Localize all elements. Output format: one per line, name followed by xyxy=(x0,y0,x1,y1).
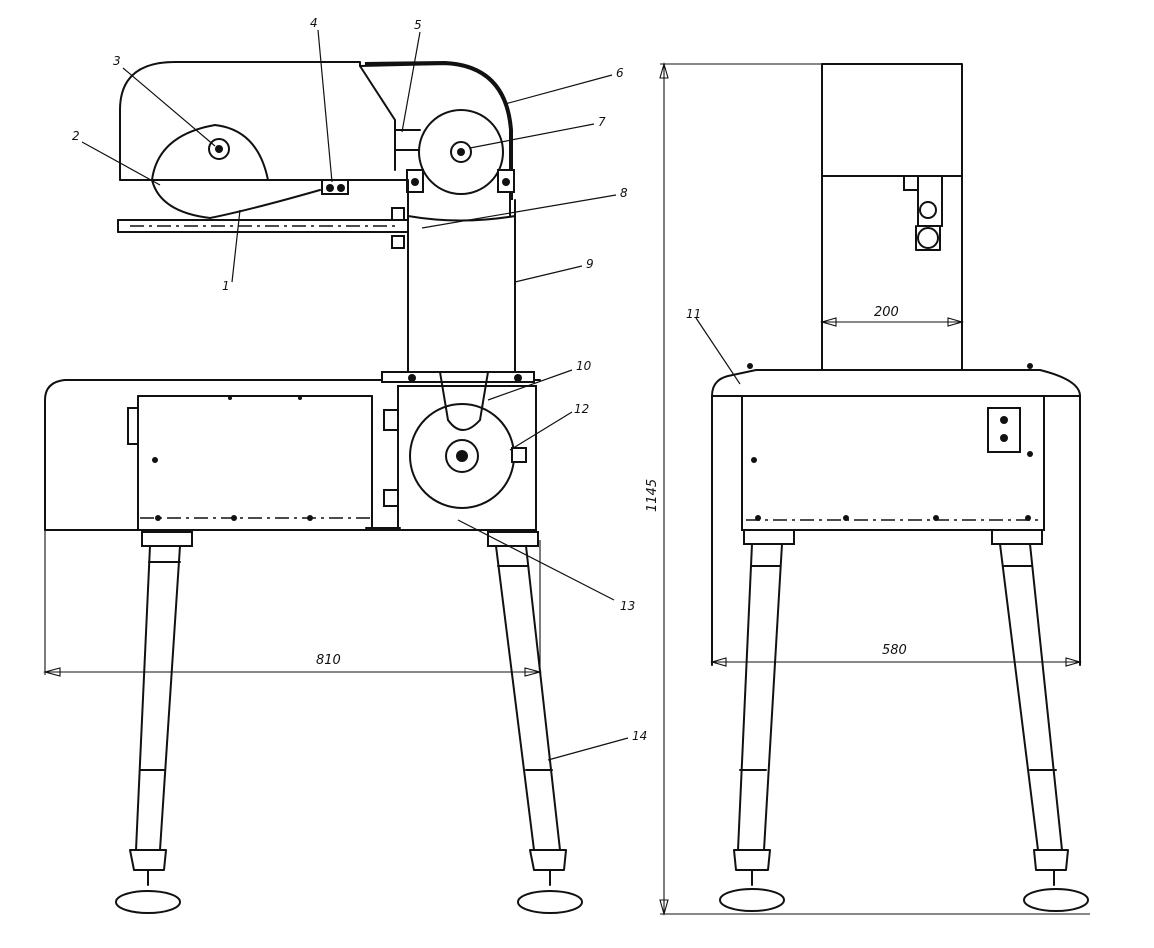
callout-9: 9 xyxy=(586,257,594,271)
callout-14: 14 xyxy=(632,729,647,743)
front-callouts: 1 2 3 4 5 6 7 8 9 10 12 13 14 xyxy=(72,16,647,761)
callout-11: 11 xyxy=(686,307,701,321)
blade-rail xyxy=(117,207,409,249)
side-callouts: 11 xyxy=(686,307,741,385)
callout-1: 1 xyxy=(222,279,230,293)
dim-label-1145: 1145 xyxy=(645,479,660,512)
callout-10: 10 xyxy=(576,359,592,373)
front-table xyxy=(44,379,541,531)
callout-12: 12 xyxy=(574,402,589,416)
dimension-810: 810 xyxy=(42,530,543,677)
callout-6: 6 xyxy=(616,66,624,80)
callout-7: 7 xyxy=(598,115,606,129)
motor-unit xyxy=(365,371,537,531)
callout-3: 3 xyxy=(113,54,121,68)
side-housing xyxy=(821,63,963,371)
side-view: 200 580 1145 11 xyxy=(645,61,1090,917)
dimension-580: 580 xyxy=(709,643,1083,667)
callout-8: 8 xyxy=(620,186,628,200)
callout-13: 13 xyxy=(620,599,635,613)
dimension-200: 200 xyxy=(819,305,965,327)
front-view: 810 1 2 3 4 5 6 7 8 9 10 12 xyxy=(42,16,647,914)
column xyxy=(407,179,516,376)
callout-5: 5 xyxy=(414,18,422,32)
front-legs xyxy=(115,531,583,914)
callout-2: 2 xyxy=(72,129,80,143)
side-table xyxy=(711,363,1081,666)
dimension-1145: 1145 xyxy=(645,61,1090,917)
dim-label-810: 810 xyxy=(316,653,341,668)
side-legs xyxy=(719,529,1089,912)
top-housing xyxy=(119,60,515,219)
callout-4: 4 xyxy=(310,16,318,30)
dim-label-200: 200 xyxy=(874,305,899,320)
dim-label-580: 580 xyxy=(882,643,907,658)
